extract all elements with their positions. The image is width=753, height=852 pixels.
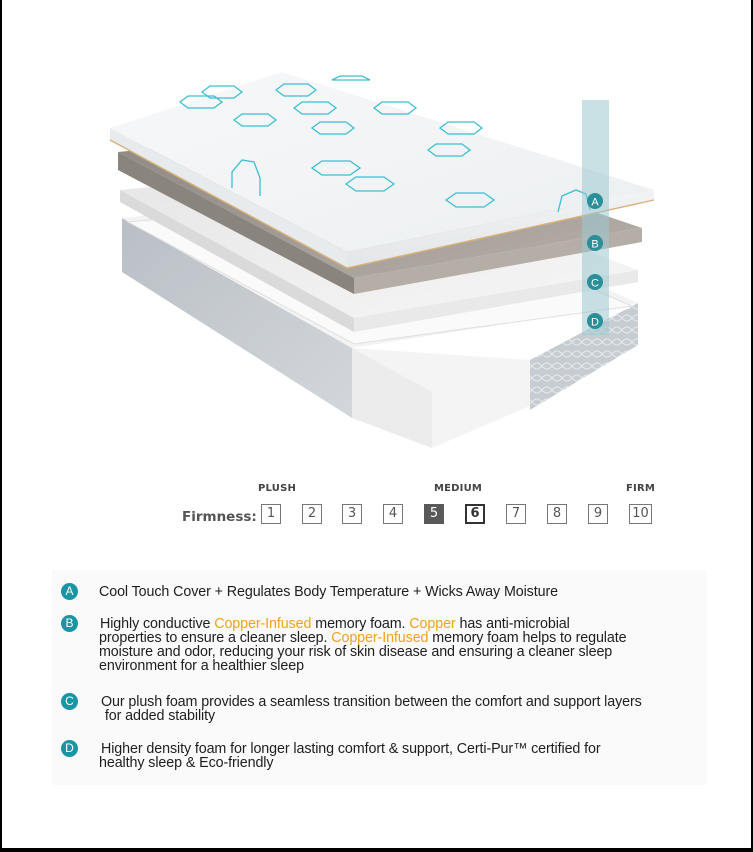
badge-a: A [61, 583, 78, 600]
firmness-level-1[interactable]: 1 [261, 504, 281, 524]
firmness-level-3[interactable]: 3 [342, 504, 362, 524]
feature-list: A Cool Touch Cover + Regulates Body Temp… [52, 570, 707, 785]
layer-a-cover [109, 72, 655, 269]
firmness-level-8[interactable]: 8 [547, 504, 567, 524]
badge-d: D [61, 740, 78, 757]
marker-a: A [587, 193, 603, 209]
feature-d-text: Higher density foam for longer lasting c… [99, 741, 601, 771]
feature-c-text: Our plush foam provides a seamless trans… [101, 694, 642, 724]
highlight-copper-infused: Copper-Infused [331, 630, 429, 646]
marker-c: C [587, 274, 603, 290]
firmness-level-7[interactable]: 7 [506, 504, 526, 524]
firmness-level-4[interactable]: 4 [383, 504, 403, 524]
scale-label-plush: PLUSH [258, 483, 297, 494]
firmness-level-5-selected[interactable]: 5 [424, 504, 444, 524]
marker-d: D [587, 313, 603, 329]
feature-b-text: Highly conductive Copper-Infused memory … [99, 616, 627, 674]
firmness-title: Firmness: [182, 509, 257, 525]
firmness-level-9[interactable]: 9 [588, 504, 608, 524]
marker-b: B [587, 235, 603, 251]
highlight-copper: Copper [409, 616, 456, 632]
scale-label-medium: MEDIUM [434, 483, 483, 494]
svg-text:D: D [591, 317, 599, 329]
layer-marker-bar: A B C D [582, 100, 609, 335]
badge-c: C [61, 693, 78, 710]
feature-a-text: Cool Touch Cover + Regulates Body Temper… [99, 584, 558, 600]
firmness-level-6[interactable]: 6 [465, 504, 485, 524]
badge-b: B [61, 615, 78, 632]
mattress-layers-illustration: A B C D [109, 72, 655, 448]
firmness-level-10[interactable]: 10 [629, 504, 652, 524]
svg-text:B: B [591, 239, 598, 251]
svg-text:C: C [591, 278, 599, 290]
scale-label-firm: FIRM [626, 483, 656, 494]
firmness-level-2[interactable]: 2 [302, 504, 322, 524]
svg-text:A: A [591, 197, 599, 209]
highlight-copper-infused: Copper-Infused [214, 616, 312, 632]
firmness-scale: PLUSH MEDIUM FIRM Firmness: 1 2 3 4 5 6 … [172, 480, 662, 536]
